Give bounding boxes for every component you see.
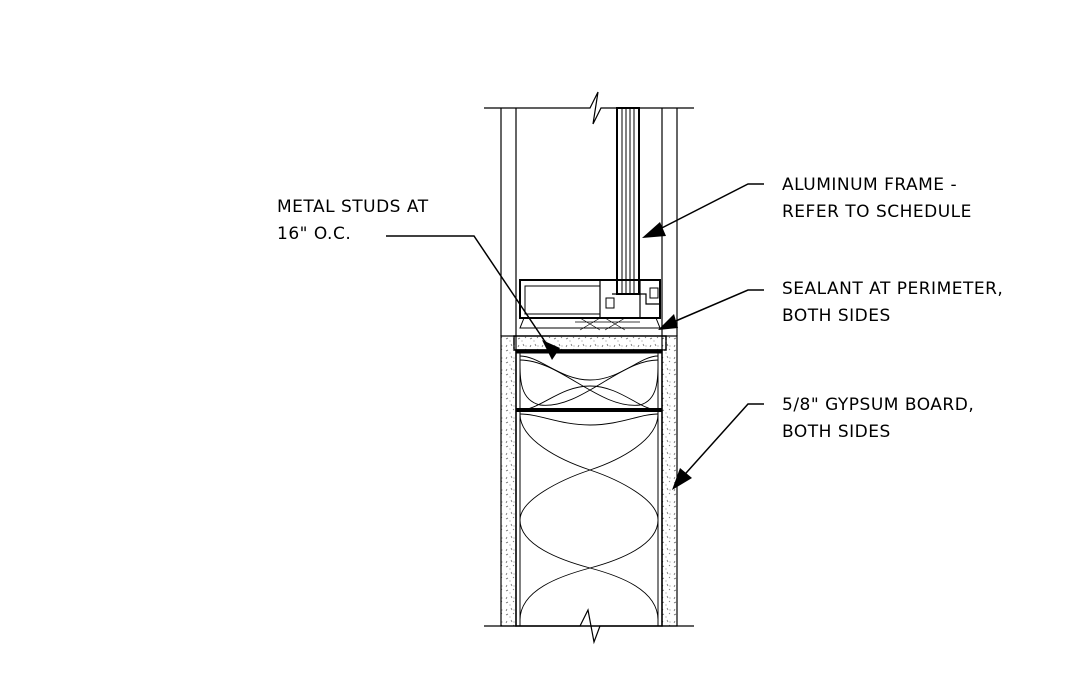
gypsum-board-right — [661, 335, 678, 627]
arrow-gypsum — [672, 468, 692, 490]
note-sealant: SEALANT AT PERIMETER, BOTH SIDES — [782, 276, 1003, 330]
bottom-break-line — [484, 608, 694, 645]
note-gypsum: 5/8" GYPSUM BOARD, BOTH SIDES — [782, 392, 974, 446]
leader-metal-studs — [386, 235, 553, 353]
note-aluminum-frame: ALUMINUM FRAME - REFER TO SCHEDULE — [782, 172, 972, 226]
note-sealant-line2: BOTH SIDES — [782, 306, 891, 326]
arrow-metal-studs — [542, 340, 560, 360]
note-metal-studs-line2: 16" O.C. — [277, 224, 352, 244]
note-gypsum-line2: BOTH SIDES — [782, 422, 891, 442]
leader-gypsum — [677, 403, 764, 483]
arrow-sealant — [658, 314, 678, 330]
glazing-unit — [616, 107, 640, 295]
top-plate — [513, 335, 667, 351]
aluminum-sill-frame — [519, 279, 661, 331]
gypsum-board-left — [500, 335, 517, 627]
stud-cavity — [515, 349, 663, 627]
note-gypsum-line1: 5/8" GYPSUM BOARD, — [782, 395, 975, 415]
note-metal-studs: METAL STUDS AT 16" O.C. — [277, 194, 429, 248]
leader-aluminum-frame — [649, 183, 764, 235]
note-aluminum-frame-line2: REFER TO SCHEDULE — [782, 202, 972, 222]
arrow-aluminum-frame — [642, 222, 666, 238]
note-metal-studs-line1: METAL STUDS AT — [277, 197, 429, 217]
upper-wall-lines — [500, 108, 678, 336]
note-sealant-line1: SEALANT AT PERIMETER, — [782, 279, 1004, 299]
batt-insulation — [519, 355, 659, 621]
note-aluminum-frame-line1: ALUMINUM FRAME - — [782, 175, 958, 195]
leader-sealant — [663, 289, 764, 327]
